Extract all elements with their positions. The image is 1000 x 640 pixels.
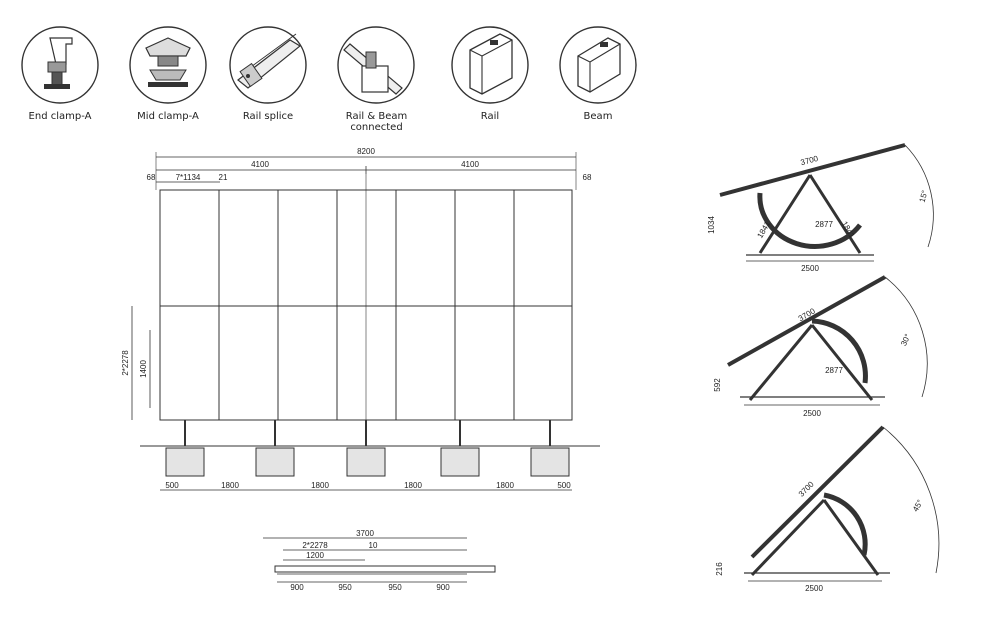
plan-gap: 10: [369, 541, 378, 550]
dim-base-5: 500: [557, 481, 571, 490]
plan-length: 3700: [356, 530, 374, 538]
dim-base-4: 1800: [496, 481, 514, 490]
plan-view-drawing: 3700 2*2278 10 1200 900 950 950 900: [263, 530, 496, 592]
foundation-1: [165, 420, 205, 477]
ballast-foundations: [165, 420, 570, 477]
plan-rail: 1200: [306, 551, 324, 560]
dim-height-total: 2*2278: [121, 350, 130, 376]
side-view-15: 3700 2500 1034 1841 1841 2877 15°: [707, 143, 934, 273]
front-view-drawing: 8200 4100 4100 7*1134 21 68 68 2*2278 14…: [121, 147, 600, 491]
dim-base-3: 1800: [404, 481, 422, 490]
sv1-height: 1034: [707, 216, 716, 234]
label-beam: Beam: [583, 111, 613, 122]
dim-total-width: 8200: [357, 147, 375, 156]
plan-spacing-1: 950: [338, 583, 352, 592]
label-rail-splice: Rail splice: [242, 111, 294, 122]
plan-spacing-3: 900: [436, 583, 450, 592]
plan-spacing-0: 900: [290, 583, 304, 592]
label-rail-beam: Rail & Beam connected: [345, 111, 408, 133]
dim-height-inner: 1400: [139, 360, 148, 378]
foundation-5: [530, 420, 570, 477]
side-views-drawing: 3700 2500 1034 1841 1841 2877 15° 3700 2…: [707, 143, 940, 593]
plan-modules: 2*2278: [302, 541, 328, 550]
dim-base-0: 500: [165, 481, 179, 490]
sv1-brace: 2877: [815, 220, 833, 229]
rail-profile-icon: [451, 26, 529, 104]
foundation-4: [440, 420, 480, 477]
dim-base-1: 1800: [221, 481, 239, 490]
dim-gap: 21: [219, 173, 228, 182]
sv2-angle: 30°: [899, 333, 912, 348]
sv2-base: 2500: [803, 409, 821, 418]
label-end-clamp: End clamp-A: [28, 111, 92, 122]
sv2-brace: 2877: [825, 366, 843, 375]
mid-clamp-icon: [129, 26, 207, 104]
sv2-height: 592: [713, 378, 722, 392]
rail-splice-icon: [229, 26, 307, 104]
plan-spacing-2: 950: [388, 583, 402, 592]
rail-beam-connector-icon: [337, 26, 415, 104]
beam-profile-icon: [559, 26, 637, 104]
end-clamp-icon: [21, 26, 99, 104]
plan-beam: [274, 565, 496, 573]
dim-edge-left: 68: [147, 173, 156, 182]
sv3-base: 2500: [805, 584, 823, 593]
side-view-30: 3700 2500 592 2877 30°: [713, 275, 928, 418]
side-view-45: 3700 2500 216 45°: [715, 425, 940, 593]
dim-module-span: 7*1134: [176, 173, 201, 182]
dim-edge-right: 68: [583, 173, 592, 182]
sv1-panel: 3700: [800, 154, 820, 167]
component-icons-row: [21, 26, 637, 104]
sv3-height: 216: [715, 562, 724, 576]
foundation-3: [346, 420, 386, 477]
sv3-angle: 45°: [911, 498, 925, 513]
label-rail: Rail: [480, 111, 500, 122]
dim-half-right: 4100: [461, 160, 479, 169]
sv1-base: 2500: [801, 264, 819, 273]
dim-half-left: 4100: [251, 160, 269, 169]
foundation-2: [255, 420, 295, 477]
sv1-angle: 15°: [918, 189, 930, 203]
dim-base-2: 1800: [311, 481, 329, 490]
panel-array: [159, 174, 573, 421]
label-mid-clamp: Mid clamp-A: [137, 111, 199, 122]
